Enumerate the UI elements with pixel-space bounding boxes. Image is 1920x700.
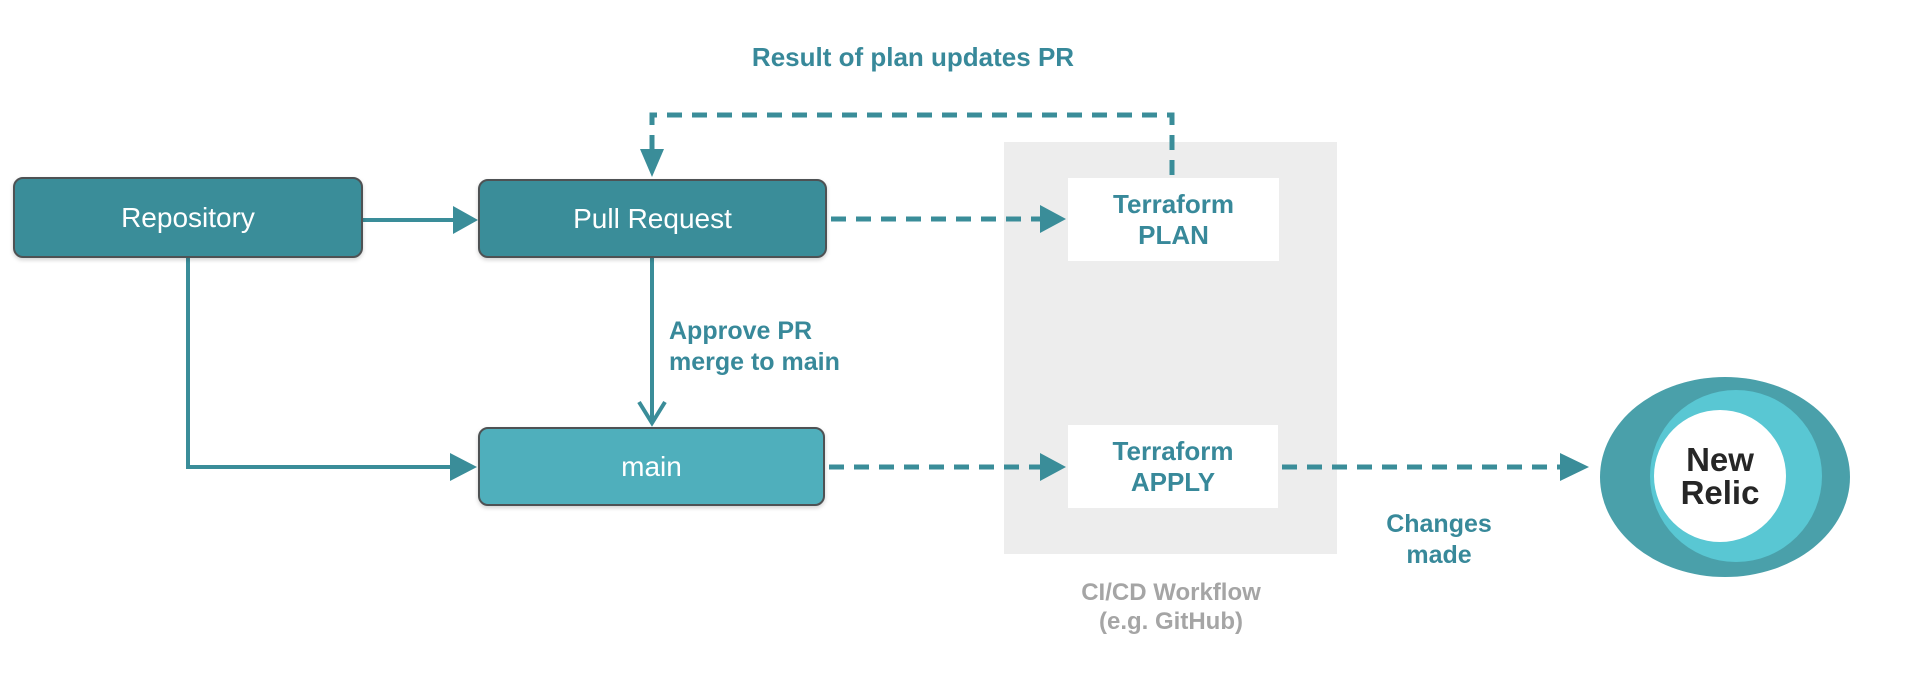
- node-pull-request-label: Pull Request: [573, 202, 732, 234]
- cicd-workflow-caption-line1: CI/CD Workflow: [1081, 579, 1261, 606]
- terraform-plan-line2: PLAN: [1138, 219, 1209, 250]
- node-main-branch: main: [478, 427, 825, 506]
- terraform-apply-line1: Terraform: [1112, 435, 1234, 466]
- approve-pr-label-line1: Approve PR: [669, 317, 813, 345]
- node-terraform-plan: Terraform PLAN: [1068, 178, 1279, 261]
- cicd-workflow-caption: CI/CD Workflow (e.g. GitHub): [1081, 578, 1261, 636]
- new-relic-logo: New Relic: [1654, 410, 1786, 542]
- new-relic-logo-line1: New: [1686, 441, 1754, 478]
- changes-made-label-line1: Changes: [1386, 510, 1492, 538]
- result-note-label: Result of plan updates PR: [751, 42, 1075, 72]
- node-main-branch-label: main: [621, 450, 682, 482]
- node-repository-label: Repository: [121, 201, 255, 233]
- node-pull-request: Pull Request: [478, 179, 827, 258]
- node-repository: Repository: [13, 177, 363, 258]
- edge-repo-to-pr: [363, 206, 478, 234]
- approve-pr-label-line2: merge to main: [669, 348, 840, 376]
- node-terraform-apply: Terraform APPLY: [1068, 425, 1278, 508]
- edge-pr-to-main: [637, 258, 667, 427]
- edge-repo-to-main: [186, 258, 477, 481]
- changes-made-label: Changes made: [1386, 509, 1492, 571]
- approve-pr-label: Approve PR merge to main: [669, 316, 840, 378]
- terraform-apply-line2: APPLY: [1130, 466, 1216, 497]
- terraform-plan-line1: Terraform: [1113, 188, 1234, 219]
- changes-made-label-line2: made: [1406, 541, 1472, 569]
- cicd-workflow-caption-line2: (e.g. GitHub): [1099, 608, 1243, 635]
- new-relic-logo-line2: Relic: [1680, 474, 1760, 511]
